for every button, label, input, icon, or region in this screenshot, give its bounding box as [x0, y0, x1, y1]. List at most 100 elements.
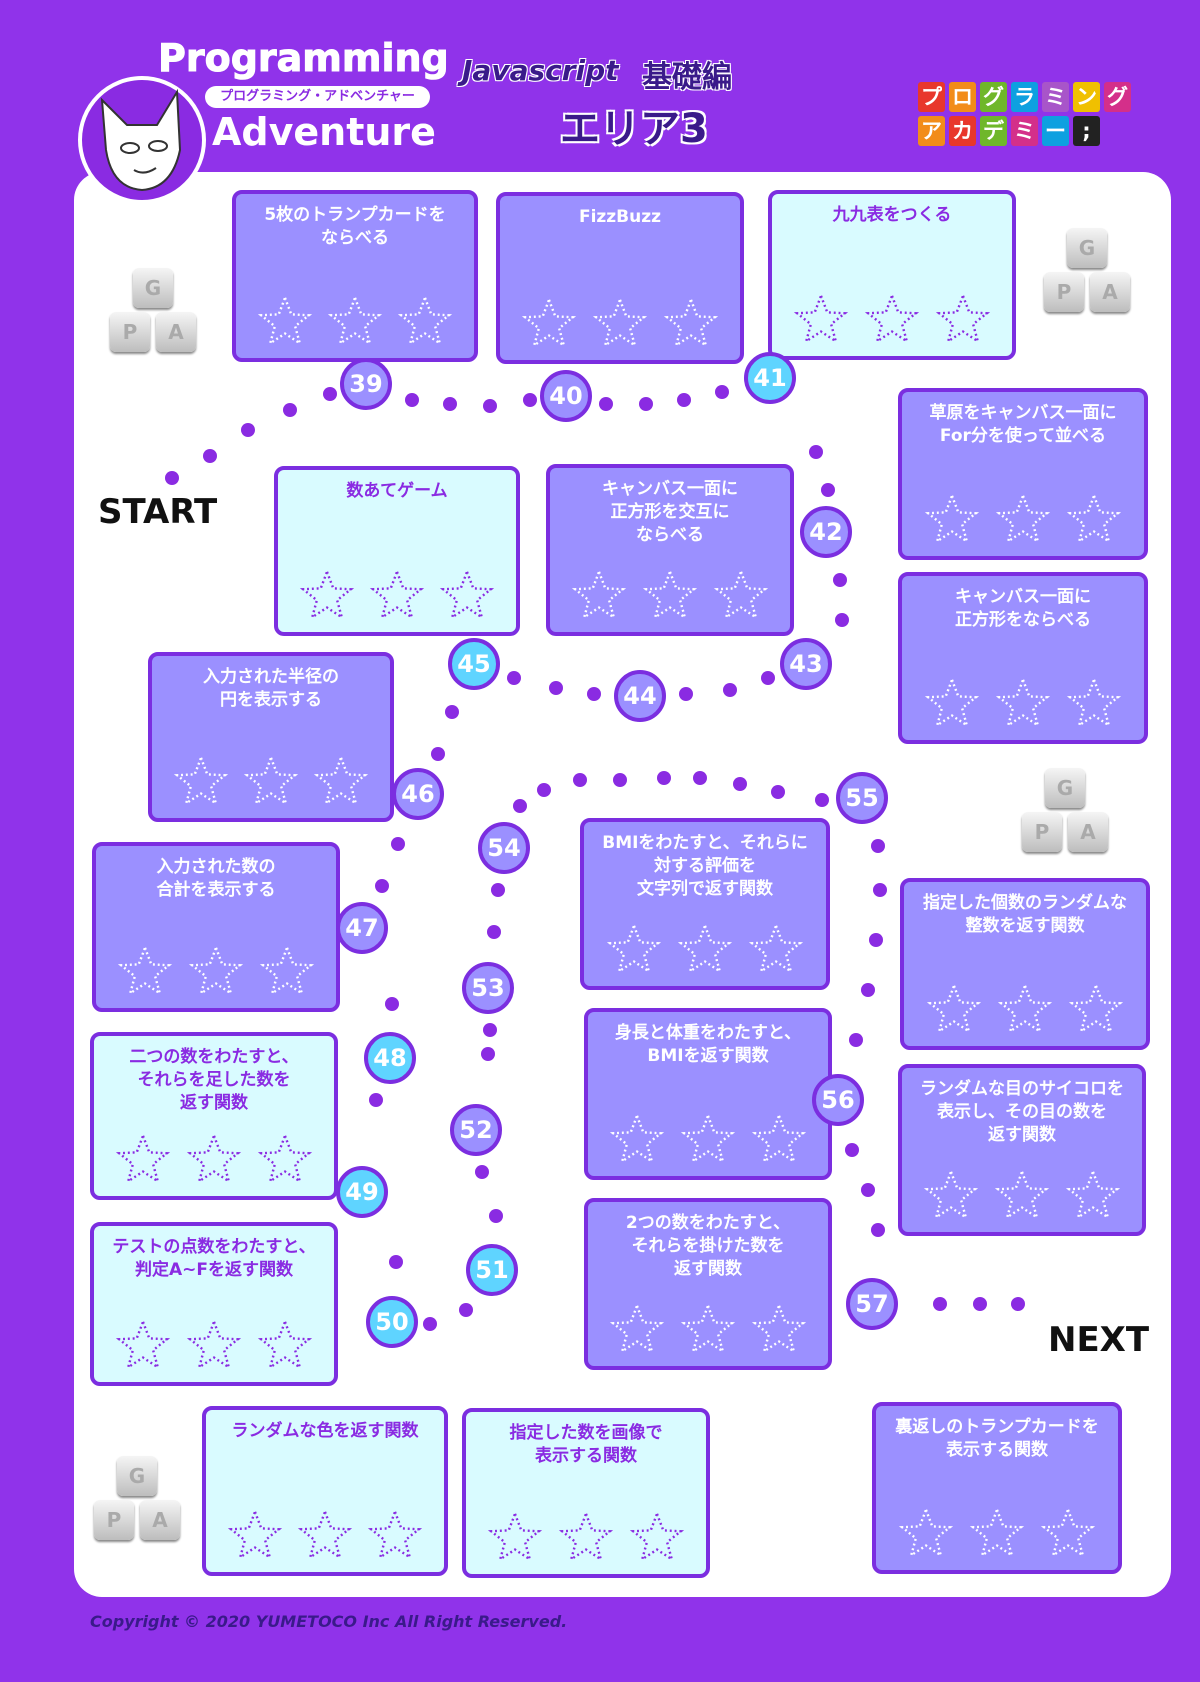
step-node-51[interactable]: 51	[466, 1244, 518, 1296]
step-node-45[interactable]: 45	[448, 638, 500, 690]
star-icon[interactable]	[256, 1318, 314, 1374]
star-icon[interactable]	[187, 944, 245, 1000]
star-icon[interactable]	[792, 292, 850, 348]
star-icon[interactable]	[368, 568, 426, 624]
star-icon[interactable]	[296, 1508, 354, 1564]
star-icon[interactable]	[591, 296, 649, 352]
step-node-47[interactable]: 47	[336, 902, 388, 954]
star-icon[interactable]	[608, 1112, 666, 1168]
star-icon[interactable]	[923, 676, 981, 732]
star-icon[interactable]	[1065, 676, 1123, 732]
mission-card-44[interactable]: キャンバス一面に 正方形を交互に ならべる	[546, 464, 794, 636]
step-node-39[interactable]: 39	[340, 358, 392, 410]
mission-card-39[interactable]: 5枚のトランプカードを ならべる	[232, 190, 478, 362]
step-node-40[interactable]: 40	[540, 370, 592, 422]
star-icon[interactable]	[520, 296, 578, 352]
star-icon[interactable]	[258, 944, 316, 1000]
star-icon[interactable]	[326, 294, 384, 350]
star-icon[interactable]	[256, 1132, 314, 1188]
star-icon[interactable]	[242, 754, 300, 810]
star-icon[interactable]	[1064, 1168, 1122, 1224]
star-icon[interactable]	[641, 568, 699, 624]
star-icon[interactable]	[628, 1510, 686, 1566]
path-dot	[391, 837, 405, 851]
star-icon[interactable]	[662, 296, 720, 352]
star-icon[interactable]	[747, 922, 805, 978]
star-icon[interactable]	[486, 1510, 544, 1566]
star-icon[interactable]	[994, 676, 1052, 732]
mission-card-48[interactable]: 二つの数をわたすと、 それらを足した数を 返す関数	[90, 1032, 338, 1200]
star-icon[interactable]	[750, 1302, 808, 1358]
star-icon[interactable]	[114, 1132, 172, 1188]
star-icon[interactable]	[993, 1168, 1051, 1224]
star-icon[interactable]	[298, 568, 356, 624]
step-node-46[interactable]: 46	[392, 768, 444, 820]
star-icon[interactable]	[312, 754, 370, 810]
star-icon[interactable]	[934, 292, 992, 348]
star-icon[interactable]	[922, 1168, 980, 1224]
star-icon[interactable]	[863, 292, 921, 348]
step-node-43[interactable]: 43	[780, 638, 832, 690]
path-dot	[283, 403, 297, 417]
star-icon[interactable]	[994, 492, 1052, 548]
star-icon[interactable]	[226, 1508, 284, 1564]
star-icon[interactable]	[172, 754, 230, 810]
mission-card-49[interactable]: テストの点数をわたすと、 判定A~Fを返す関数	[90, 1222, 338, 1386]
star-icon[interactable]	[923, 492, 981, 548]
academy-letter: プ	[918, 82, 945, 112]
mission-card-47[interactable]: 入力された数の 合計を表示する	[92, 842, 340, 1012]
star-icon[interactable]	[114, 1318, 172, 1374]
step-node-53[interactable]: 53	[462, 962, 514, 1014]
step-node-56[interactable]: 56	[812, 1074, 864, 1126]
mission-card-45[interactable]: 数あてゲーム	[274, 466, 520, 636]
star-rating	[96, 944, 336, 1000]
star-icon[interactable]	[185, 1132, 243, 1188]
mission-card-56[interactable]: ランダムな目のサイコロを 表示し、その目の数を 返す関数	[898, 1064, 1146, 1236]
star-icon[interactable]	[438, 568, 496, 624]
star-icon[interactable]	[185, 1318, 243, 1374]
step-node-54[interactable]: 54	[478, 822, 530, 874]
star-icon[interactable]	[570, 568, 628, 624]
star-icon[interactable]	[605, 922, 663, 978]
star-icon[interactable]	[679, 1112, 737, 1168]
star-icon[interactable]	[897, 1506, 955, 1562]
star-icon[interactable]	[1065, 492, 1123, 548]
star-icon[interactable]	[366, 1508, 424, 1564]
star-icon[interactable]	[679, 1302, 737, 1358]
star-icon[interactable]	[925, 982, 983, 1038]
star-icon[interactable]	[396, 294, 454, 350]
step-node-50[interactable]: 50	[366, 1296, 418, 1348]
mission-card-55[interactable]: 指定した個数のランダムな 整数を返す関数	[900, 878, 1150, 1050]
path-dot	[459, 1303, 473, 1317]
step-node-48[interactable]: 48	[364, 1032, 416, 1084]
step-node-42[interactable]: 42	[800, 506, 852, 558]
step-node-57[interactable]: 57	[846, 1278, 898, 1330]
star-icon[interactable]	[608, 1302, 666, 1358]
star-icon[interactable]	[116, 944, 174, 1000]
step-node-44[interactable]: 44	[614, 670, 666, 722]
star-icon[interactable]	[996, 982, 1054, 1038]
mission-card-42[interactable]: 草原をキャンバス一面に For分を使って並べる	[898, 388, 1148, 560]
step-node-52[interactable]: 52	[450, 1104, 502, 1156]
star-icon[interactable]	[676, 922, 734, 978]
mission-card-40[interactable]: FizzBuzz	[496, 192, 744, 364]
mission-card-52[interactable]: 2つの数をわたすと、 それらを掛けた数を 返す関数	[584, 1198, 832, 1370]
mission-card-46[interactable]: 入力された半径の 円を表示する	[148, 652, 394, 822]
mission-card-53[interactable]: 身長と体重をわたすと、 BMIを返す関数	[584, 1008, 832, 1180]
step-node-49[interactable]: 49	[336, 1166, 388, 1218]
star-icon[interactable]	[750, 1112, 808, 1168]
step-node-41[interactable]: 41	[744, 352, 796, 404]
mission-card-50[interactable]: ランダムな色を返す関数	[202, 1406, 448, 1576]
mission-card-57[interactable]: 裏返しのトランプカードを 表示する関数	[872, 1402, 1122, 1574]
star-icon[interactable]	[968, 1506, 1026, 1562]
star-icon[interactable]	[1067, 982, 1125, 1038]
mission-card-51[interactable]: 指定した数を画像で 表示する関数	[462, 1408, 710, 1578]
star-icon[interactable]	[256, 294, 314, 350]
mission-card-43[interactable]: キャンバス一面に 正方形をならべる	[898, 572, 1148, 744]
star-icon[interactable]	[712, 568, 770, 624]
star-icon[interactable]	[557, 1510, 615, 1566]
mission-card-54[interactable]: BMIをわたすと、それらに 対する評価を 文字列で返す関数	[580, 818, 830, 990]
step-node-55[interactable]: 55	[836, 772, 888, 824]
mission-card-41[interactable]: 九九表をつくる	[768, 190, 1016, 360]
star-icon[interactable]	[1039, 1506, 1097, 1562]
